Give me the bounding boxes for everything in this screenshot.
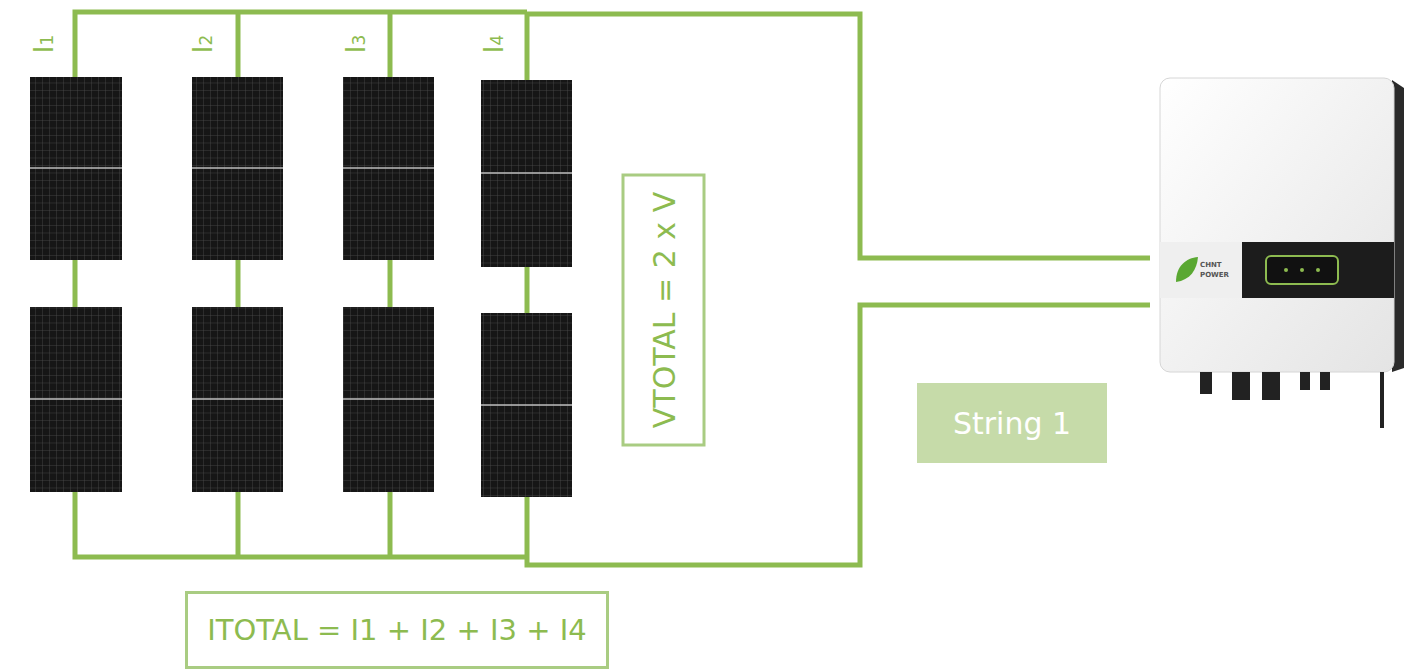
formula-text: String 1 bbox=[953, 406, 1071, 441]
current-label: I1 bbox=[31, 35, 57, 54]
current-label: I4 bbox=[481, 35, 507, 54]
current-label: I2 bbox=[190, 35, 216, 54]
voltage-formula-box: VTOTAL = 2 x V bbox=[621, 174, 705, 447]
formula-text: VTOTAL = 2 x V bbox=[646, 192, 681, 428]
formula-text: ITOTAL = I1 + I2 + I3 + I4 bbox=[207, 613, 587, 647]
current-label: I3 bbox=[343, 35, 369, 54]
brand-logo-text: CHNT bbox=[1200, 262, 1222, 269]
brand-logo-text: POWER bbox=[1200, 272, 1229, 279]
wiring bbox=[75, 12, 1150, 565]
string-label-box: String 1 bbox=[917, 383, 1107, 463]
solar-panels bbox=[30, 77, 572, 497]
inverter bbox=[1160, 78, 1404, 428]
current-formula-box: ITOTAL = I1 + I2 + I3 + I4 bbox=[185, 591, 609, 669]
